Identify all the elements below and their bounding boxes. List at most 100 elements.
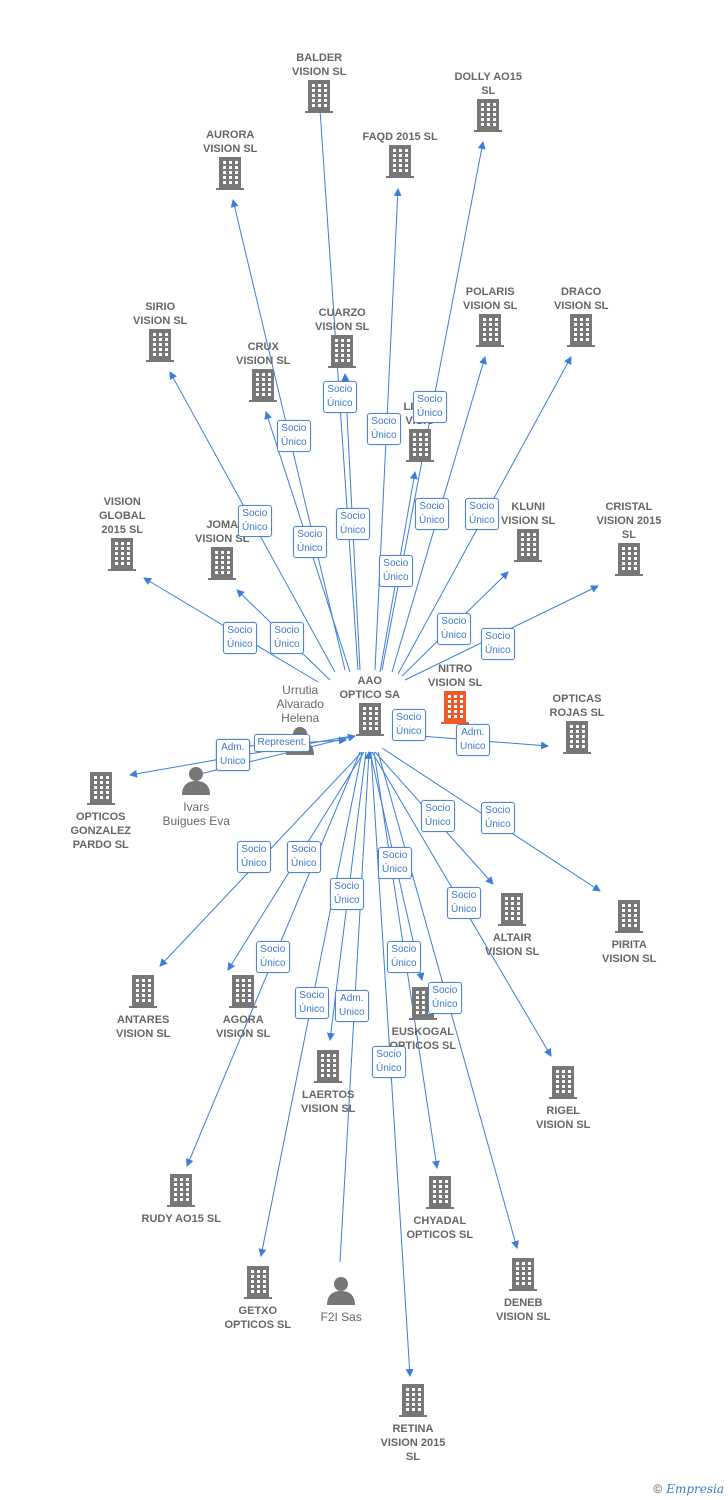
edge-badge[interactable]: Socio Único	[481, 802, 515, 834]
building-icon	[167, 1173, 196, 1212]
building-icon	[476, 313, 505, 352]
node-label: Urrutia Alvarado Helena	[276, 683, 324, 725]
building-icon	[425, 1175, 454, 1214]
building-icon	[386, 144, 415, 183]
edge-badge[interactable]: Socio Único	[256, 941, 290, 973]
edge-badge[interactable]: Socio Único	[336, 508, 370, 540]
building-icon	[441, 690, 470, 729]
node-cuarzo[interactable]: CUARZO VISION SL	[315, 306, 369, 373]
building-icon	[514, 528, 543, 567]
building-icon	[563, 720, 591, 759]
node-antares[interactable]: ANTARES VISION SL	[116, 974, 170, 1041]
building-icon	[129, 974, 158, 1013]
person-icon	[181, 765, 211, 800]
building-icon	[305, 79, 334, 118]
node-chyadal[interactable]: CHYADAL OPTICOS SL	[406, 1175, 474, 1242]
node-aao[interactable]: AAO OPTICO SA	[339, 674, 401, 741]
node-vglobal[interactable]: VISION GLOBAL 2015 SL	[99, 495, 145, 576]
building-icon	[355, 702, 384, 741]
edge-badge[interactable]: Socio Único	[481, 628, 515, 660]
edge-badge[interactable]: Socio Único	[223, 622, 257, 654]
edge-badge[interactable]: Socio Único	[330, 878, 364, 910]
edge-badge[interactable]: Socio Único	[421, 800, 455, 832]
node-draco[interactable]: DRACO VISION SL	[554, 285, 608, 352]
node-label: PIRITA VISION SL	[602, 939, 657, 965]
edge-badge[interactable]: Socio Único	[293, 526, 327, 558]
edge-badge[interactable]: Socio Único	[379, 555, 413, 587]
person-icon	[326, 1275, 356, 1310]
edge-badge[interactable]: Socio Único	[437, 613, 471, 645]
node-label: CRUX VISION SL	[236, 341, 291, 367]
node-cristal[interactable]: CRISTAL VISION 2015 SL	[596, 500, 662, 581]
building-icon	[567, 313, 596, 352]
edge-badge[interactable]: Socio Único	[413, 391, 447, 423]
edge-badge[interactable]: Socio Único	[415, 498, 449, 530]
node-label: CRISTAL VISION 2015 SL	[596, 501, 662, 541]
node-label: ANTARES VISION SL	[116, 1014, 171, 1040]
node-dolly[interactable]: DOLLY AO15 SL	[455, 70, 522, 137]
node-label: POLARIS VISION SL	[463, 286, 518, 312]
node-kluni[interactable]: KLUNI VISION SL	[501, 500, 555, 567]
node-label: AAO OPTICO SA	[339, 675, 401, 701]
edge-badge[interactable]: Socio Único	[465, 498, 499, 530]
node-aurora[interactable]: AURORA VISION SL	[203, 128, 257, 195]
edge-badge[interactable]: Socio Único	[295, 987, 329, 1019]
edge-badge[interactable]: Socio Único	[367, 413, 401, 445]
building-icon	[229, 974, 258, 1013]
node-altair[interactable]: ALTAIR VISION SL	[485, 892, 539, 959]
edge-badge[interactable]: Socio Único	[287, 841, 321, 873]
node-crux[interactable]: CRUX VISION SL	[236, 340, 290, 407]
node-ogonz[interactable]: OPTICOS GONZALEZ PARDO SL	[71, 771, 131, 852]
building-icon	[615, 899, 644, 938]
edge-badge[interactable]: Socio Único	[277, 420, 311, 452]
edge-badge[interactable]: Socio Único	[447, 887, 481, 919]
copyright-symbol: ©	[653, 1482, 663, 1496]
building-icon	[146, 328, 175, 367]
node-label: AURORA VISION SL	[203, 129, 258, 155]
edge-badge[interactable]: Adm. Unico	[456, 724, 490, 756]
edge-badge[interactable]: Socio Único	[378, 847, 412, 879]
building-icon	[86, 771, 115, 810]
node-f2i[interactable]: F2I Sas	[321, 1275, 362, 1324]
node-label: AGORA VISION SL	[216, 1014, 271, 1040]
node-label: RIGEL VISION SL	[536, 1105, 591, 1131]
node-label: F2I Sas	[320, 1310, 362, 1324]
edge-badge[interactable]: Socio Único	[428, 982, 462, 1014]
node-label: FAQD 2015 SL	[362, 131, 438, 143]
brand-logo-text[interactable]: Empresia	[666, 1482, 724, 1496]
node-balder[interactable]: BALDER VISION SL	[292, 51, 346, 118]
node-getxo[interactable]: GETXO OPTICOS SL	[225, 1265, 291, 1332]
node-label: BALDER VISION SL	[292, 52, 347, 78]
building-icon	[498, 892, 527, 931]
node-deneb[interactable]: DENEB VISION SL	[496, 1257, 550, 1324]
node-sirio[interactable]: SIRIO VISION SL	[133, 300, 187, 367]
node-label: CHYADAL OPTICOS SL	[406, 1215, 474, 1241]
node-agora[interactable]: AGORA VISION SL	[216, 974, 270, 1041]
node-retina[interactable]: RETINA VISION 2015 SL	[381, 1383, 445, 1464]
edge-badge[interactable]: Socio Único	[323, 381, 357, 413]
node-polaris[interactable]: POLARIS VISION SL	[463, 285, 517, 352]
node-faqd[interactable]: FAQD 2015 SL	[363, 130, 438, 183]
node-nitro[interactable]: NITRO VISION SL	[428, 662, 482, 729]
building-icon	[614, 542, 643, 581]
edge-badge[interactable]: Socio Único	[392, 709, 426, 741]
edge-badge[interactable]: Socio Único	[238, 505, 272, 537]
node-ivars[interactable]: Ivars Buigues Eva	[163, 765, 230, 828]
node-orojas[interactable]: OPTICAS ROJAS SL	[550, 692, 605, 759]
node-rudy[interactable]: RUDY AO15 SL	[142, 1173, 221, 1226]
edge-badge[interactable]: Adm. Unico	[216, 739, 250, 771]
node-label: CUARZO VISION SL	[315, 307, 370, 333]
building-icon	[549, 1065, 578, 1104]
node-laertos[interactable]: LAERTOS VISION SL	[301, 1049, 355, 1116]
node-label: NITRO VISION SL	[428, 663, 483, 689]
edge-badge[interactable]: Socio Único	[387, 941, 421, 973]
edge-badge[interactable]: Represent.	[253, 734, 311, 752]
building-icon	[509, 1257, 538, 1296]
edge-badge[interactable]: Adm. Unico	[335, 990, 369, 1022]
edge-badge[interactable]: Socio Único	[270, 622, 304, 654]
node-rigel[interactable]: RIGEL VISION SL	[536, 1065, 590, 1132]
edge-badge[interactable]: Socio Único	[237, 841, 271, 873]
edge-badge[interactable]: Socio Único	[372, 1046, 406, 1078]
node-pirita[interactable]: PIRITA VISION SL	[602, 899, 656, 966]
building-icon	[108, 537, 137, 576]
